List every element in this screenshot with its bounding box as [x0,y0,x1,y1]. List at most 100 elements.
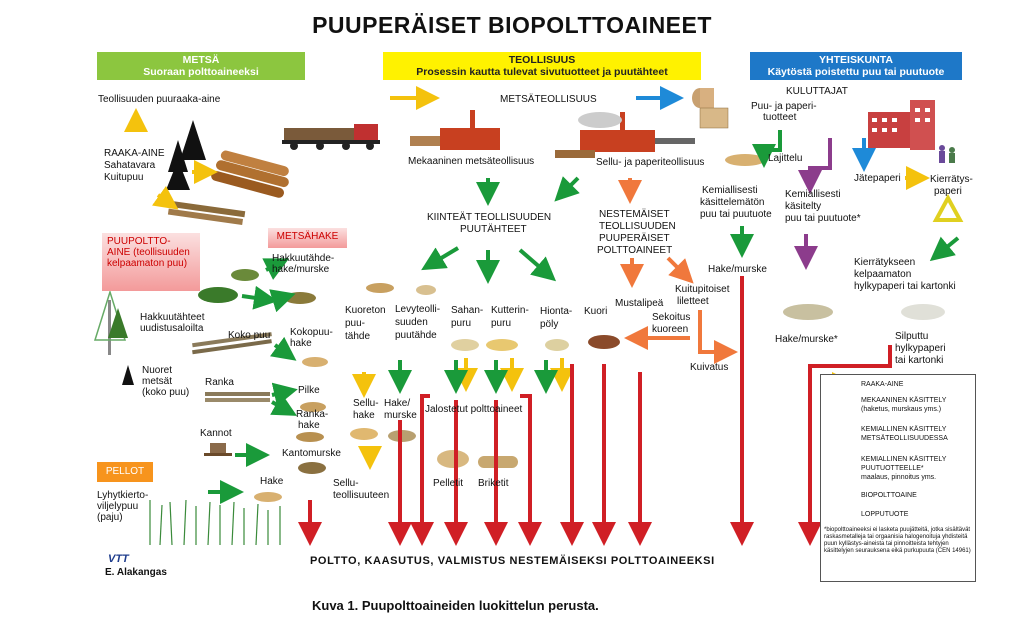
label-levyteoll-3: puutähde [395,330,437,341]
vtt-logo: VTT [108,553,129,565]
label-jalostetut: Jalostetut polttoaineet [425,404,523,415]
label-hake-murske-right: Hake/murske [708,264,767,275]
chemical-product-arrows [794,138,832,270]
label-kiinteat-1: KIINTEÄT TEOLLISUUDEN [427,212,552,223]
label-hake-murske-mid-2: murske [384,410,417,421]
label-pilke: Pilke [298,385,320,396]
label-sahatavara: Sahatavara [104,160,156,171]
label-koko-puu: Koko puu [228,330,271,341]
header-teollisuus-subtitle: Prosessin kautta tulevat sivutuotteet ja… [416,66,668,78]
label-nestemaiset-4: POLTTOAINEET [597,245,673,256]
label-silputtu-3: tai kartonki [895,355,944,366]
label-jatepaperi: Jätepaperi [854,173,901,184]
label-sekoitus-1: Sekoitus [652,312,691,323]
header-arrows [124,86,684,132]
label-kierratys-1: Kierrätys- [930,174,973,185]
label-nestemaiset-2: TEOLLISUUDEN [599,221,676,232]
legend-raaka-aine: RAAKA-AINE [861,381,904,388]
legend: RAAKA-AINE MEKAANINEN KÄSITTELY (haketus… [820,374,976,582]
header-yhteiskunta-subtitle: Käytöstä poistettu puu tai puutuote [767,66,945,78]
puupolttoaine-box: PUUPOLTTO- AINE (teollisuuden kelpaamato… [102,233,200,291]
label-puu-paperi-1: Puu- ja paperi- [751,101,817,112]
label-nestemaiset-1: NESTEMÄISET [599,209,670,220]
label-puu-paperi-2: tuotteet [763,112,797,123]
label-kokopuu-1: Kokopuu- [290,327,333,338]
diagram-title: PUUPERÄISET BIOPOLTTOAINEET [312,12,712,38]
legend-lopputuote: LOPPUTUOTE [861,511,909,518]
puupoltto-line2: AINE (teollisuuden [107,247,190,258]
paper-roll-icon [692,88,729,129]
header-yhteiskunta-title: YHTEISKUNTA [819,54,893,66]
header-yhteiskunta: YHTEISKUNTA Käytöstä poistettu puu tai p… [750,52,962,80]
label-mustalipea: Mustalipeä [615,298,664,309]
label-ranka: Ranka [205,377,234,388]
willow-icon [149,499,281,546]
puupoltto-line3: kelpaamaton puu) [107,258,188,269]
label-sellu-teoll-2: teollisuuteen [333,490,390,501]
label-kuitupuu: Kuitupuu [104,172,144,183]
chemical-industry-arrows [618,178,738,364]
label-rankahake-1: Ranka- [296,409,329,420]
label-hake: Hake [260,476,284,487]
label-nuoret-2: metsät [142,376,173,387]
label-kierratys-2: paperi [934,186,962,197]
label-kantomurske: Kantomurske [282,448,341,459]
label-kem-kasitelty-1: Kemiallisesti [785,189,841,200]
biofuel-arrows [298,276,892,546]
header-metsa: METSÄ Suoraan polttoaineeksi [97,52,305,80]
label-kierratykseen-2: kelpaamaton [854,269,912,280]
legend-kemiallinen-puu-2: PUUTUOTTEELLE* [861,465,924,472]
mechanical-processing-arrows [208,176,960,504]
label-raaka-aine: RAAKA-AINE [104,148,165,159]
label-lyhytkierto-2: viljelypuu [97,501,139,512]
label-sellu-paperi: Sellu- ja paperiteollisuus [596,157,705,168]
label-kokopuu-2: hake [290,338,312,349]
legend-kemiallinen-puu-3: maalaus, pinnoitus yms. [861,474,937,481]
label-kierratykseen-1: Kierrätykseen [854,257,916,268]
label-nuoret-3: (koko puu) [142,387,190,398]
label-hiontapoly-1: Hionta- [540,306,573,317]
tree-icon [93,120,206,385]
label-hake-murske-mid-1: Hake/ [384,398,411,409]
label-kuoreton-1: Kuoreton [345,305,386,316]
legend-kemiallinen-puu-1: KEMIALLINEN KÄSITTELY [861,456,947,463]
label-rankahake-2: hake [298,420,320,431]
label-kutterinpuru-2: puru [491,318,512,329]
label-sellu-teoll-1: Sellu- [333,478,359,489]
sorting-arrows [752,130,782,168]
legend-biopolttoaine: BIOPOLTTOAINE [861,492,917,499]
header-metsa-title: METSÄ [182,54,220,66]
label-kutterinpuru-1: Kutterin- [491,305,529,316]
label-kuori: Kuori [584,306,608,317]
label-kuivatus: Kuivatus [690,362,729,373]
author: E. Alakangas [105,567,167,578]
label-hakkuutahteet-1: Hakkuutähteet [140,312,205,323]
legend-kemiallinen-1: KEMIALLINEN KÄSITTELY [861,426,947,433]
label-levyteoll-2: suuden [395,317,428,328]
label-kem-kasitelty-3: puu tai puutuote* [785,213,861,224]
pellot-box: PELLOT [97,462,153,482]
label-kem-kasittelematon-2: käsittelemätön [700,197,765,208]
label-briketit: Briketit [478,478,509,489]
header-teollisuus: TEOLLISUUS Prosessin kautta tulevat sivu… [383,52,701,80]
label-kuluttajat: KULUTTAJAT [786,86,848,97]
label-teollisuuden-puuraaka: Teollisuuden puuraaka-aine [98,94,221,105]
label-hakkuutahde-1: Hakkuutähde- [272,253,335,264]
people-icon [939,145,955,163]
building-icon [868,100,935,150]
label-kiinteat-2: PUUTÄHTEET [460,224,527,235]
figure-caption: Kuva 1. Puupolttoaineiden luokittelun pe… [312,598,599,613]
label-metsateollisuus: METSÄTEOLLISUUS [500,94,597,105]
label-kem-kasittelematon-1: Kemiallisesti [702,185,758,196]
label-sellu-hake-1: Sellu- [353,398,379,409]
label-hakkuutahteet-2: uudistusaloilta [140,323,204,334]
legend-mekaaninen-1: MEKAANINEN KÄSITTELY [861,397,947,404]
header-metsa-subtitle: Suoraan polttoaineeksi [143,66,259,78]
label-silputtu-2: hylkypaperi [895,343,946,354]
label-silputtu-1: Silputtu [895,331,929,342]
recycle-icon [932,193,964,222]
label-hakkuutahde-2: hake/murske [272,264,330,275]
label-sellu-hake-2: hake [353,410,375,421]
label-sahanpuru-1: Sahan- [451,305,484,316]
